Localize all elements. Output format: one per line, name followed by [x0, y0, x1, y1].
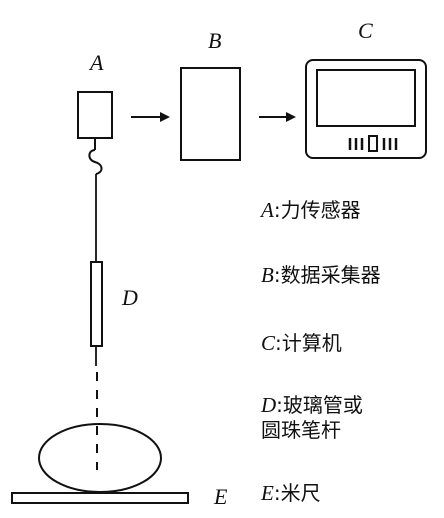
computer-screen	[316, 69, 416, 127]
legend-a-sep: :	[273, 198, 281, 222]
legend-e-text: 米尺	[280, 481, 321, 505]
ruler	[11, 492, 189, 504]
label-c: C	[358, 18, 373, 43]
legend-e-sep: :	[273, 481, 281, 505]
force-sensor-box	[77, 91, 113, 139]
legend-a-key: A	[261, 198, 274, 222]
label-b: B	[208, 28, 222, 53]
legend-a: A:力传感器	[261, 197, 361, 223]
label-e: E	[214, 484, 228, 509]
legend-a-text: 力传感器	[280, 198, 361, 222]
computer-monitor-outer	[305, 59, 427, 159]
arrowhead-b-to-c	[286, 112, 296, 122]
legend-c-key: C	[261, 331, 276, 355]
legend-b: B:数据采集器	[261, 262, 381, 288]
arrowhead-a-to-b	[160, 112, 170, 122]
legend-d-text: 玻璃管或	[282, 393, 363, 417]
sensor-hook	[88, 138, 103, 175]
legend-c-text: 计算机	[281, 331, 342, 355]
legend-c: C:计算机	[261, 330, 342, 356]
legend-d-key: D	[261, 393, 277, 417]
data-collector-box	[180, 67, 241, 161]
legend-d-text-line2: 圆珠笔杆	[261, 418, 341, 443]
glass-tube	[90, 261, 103, 347]
legend-c-sep: :	[275, 331, 282, 355]
legend-d-sep: :	[276, 393, 283, 417]
legend-b-sep: :	[273, 263, 281, 287]
pendulum-circle	[38, 423, 162, 493]
legend-b-text: 数据采集器	[280, 263, 381, 287]
label-a: A	[90, 50, 104, 75]
label-d: D	[122, 285, 138, 310]
legend-b-key: B	[261, 263, 274, 287]
legend-e-key: E	[261, 481, 274, 505]
legend-e: E:米尺	[261, 480, 321, 506]
legend-d: D:玻璃管或 圆珠笔杆	[261, 392, 363, 443]
computer-indicator	[368, 135, 378, 152]
